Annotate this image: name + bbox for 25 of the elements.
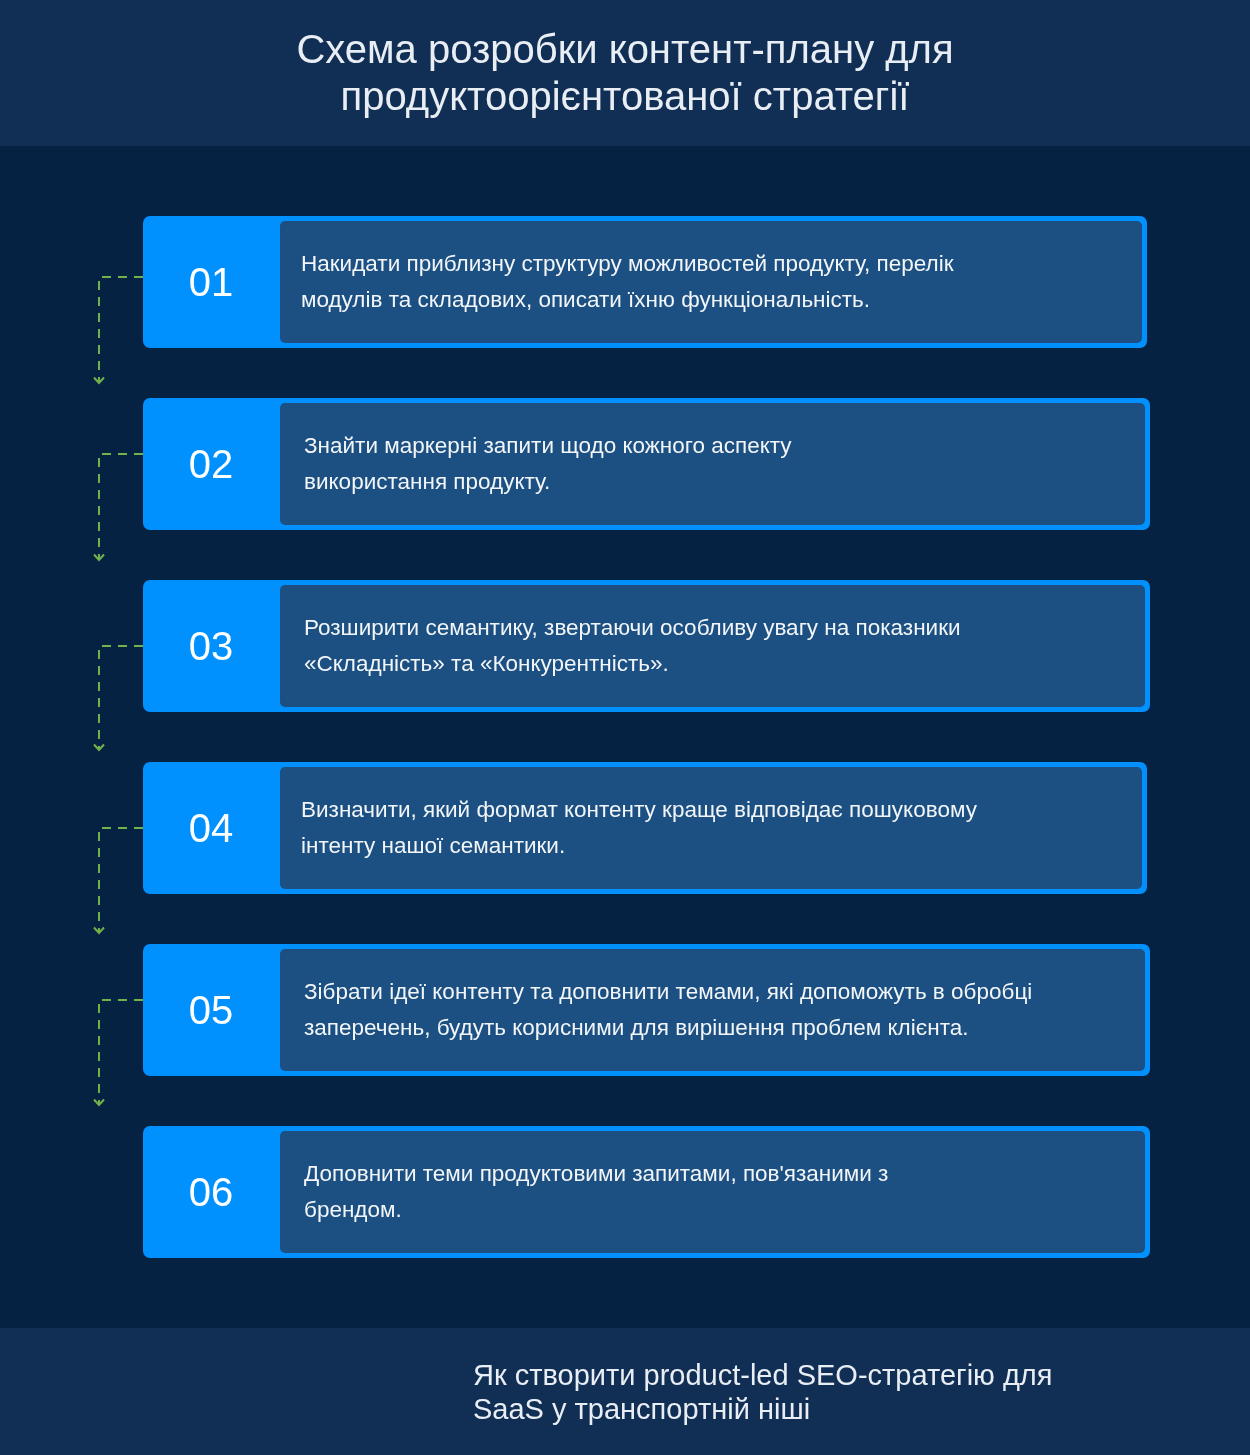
step-text: Накидати приблизну структуру можливостей продукту, перелік модулів та складових, описати їхню функціональність. bbox=[301, 250, 955, 314]
step-text: Розширити семантику, звертаючи особливу увагу на показники «Складність» та «Конкурентність». bbox=[304, 614, 962, 678]
step-card bbox=[143, 580, 1150, 712]
step-number: 05 bbox=[187, 987, 235, 1034]
dashed-arrow bbox=[93, 453, 144, 561]
dashed-arrow bbox=[93, 827, 144, 934]
step-card bbox=[143, 216, 1147, 348]
step-number: 02 bbox=[187, 441, 235, 488]
step-number: 01 bbox=[187, 259, 235, 306]
dashed-arrow bbox=[93, 999, 144, 1106]
step-number: 04 bbox=[187, 805, 235, 852]
dashed-arrow bbox=[93, 276, 144, 384]
step-text: Доповнити теми продуктовими запитами, пов'язаними з брендом. bbox=[304, 1160, 890, 1224]
dashed-arrow bbox=[93, 645, 144, 751]
step-card bbox=[143, 944, 1150, 1076]
step-text: Визначити, який формат контенту краще відповідає пошуковому інтенту нашої семантики. bbox=[301, 796, 978, 860]
step-number: 06 bbox=[187, 1169, 235, 1216]
step-card bbox=[143, 762, 1147, 894]
title: Схема розробки контент-плану для продуктоорієнтованої стратегії bbox=[295, 26, 955, 120]
step-card bbox=[143, 1126, 1150, 1258]
caption: Як створити product-led SEO-стратегію для SaaS у транспортній ніші bbox=[473, 1358, 1054, 1426]
step-card bbox=[143, 398, 1150, 530]
step-text: Знайти маркерні запити щодо кожного аспекту використання продукту. bbox=[304, 432, 793, 496]
step-text: Зібрати ідеї контенту та доповнити темами, які допоможуть в обробці заперечень, будуть корисними для вирішення проблем клієнта. bbox=[304, 978, 1034, 1042]
step-number: 03 bbox=[187, 623, 235, 670]
